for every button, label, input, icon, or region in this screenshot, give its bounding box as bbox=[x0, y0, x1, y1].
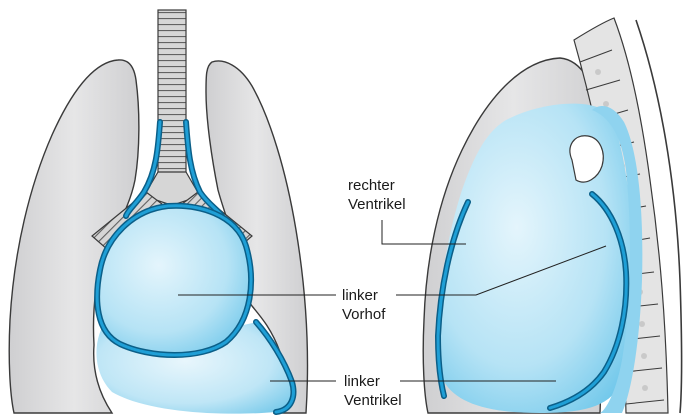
label-linker-ventrikel: linker Ventrikel bbox=[344, 372, 402, 410]
label-rechter-ventrikel: rechter Ventrikel bbox=[348, 176, 406, 214]
trachea bbox=[158, 10, 186, 180]
lateral-view bbox=[423, 18, 681, 413]
label-linker-vorhof-line1: linker bbox=[342, 286, 385, 305]
label-linker-vorhof: linker Vorhof bbox=[342, 286, 385, 324]
frontal-view bbox=[9, 10, 307, 414]
label-linker-vorhof-line2: Vorhof bbox=[342, 305, 385, 324]
label-rechter-ventrikel-line1: rechter bbox=[348, 176, 406, 195]
label-linker-ventrikel-line2: Ventrikel bbox=[344, 391, 402, 410]
label-linker-ventrikel-line1: linker bbox=[344, 372, 402, 391]
label-rechter-ventrikel-line2: Ventrikel bbox=[348, 195, 406, 214]
